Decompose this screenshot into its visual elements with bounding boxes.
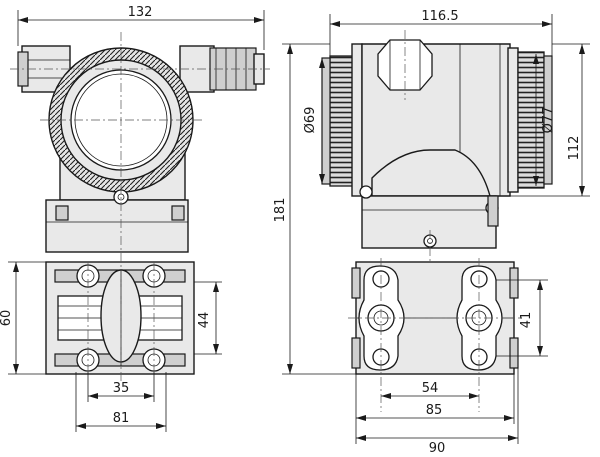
dim-left-bore: 44 [197, 312, 212, 329]
side-base-screw-left [359, 185, 373, 199]
side-dimensions: 116.5 Ø69 Ø77 112 181 41 [273, 9, 590, 456]
dim-right-head-height: 112 [567, 136, 582, 161]
dim-right-hole-spacing: 54 [422, 381, 439, 396]
side-cover-left [321, 43, 363, 197]
dim-right-flange-height: 41 [519, 312, 534, 329]
side-view [321, 30, 553, 412]
front-view [10, 32, 270, 382]
dim-right-width: 116.5 [421, 9, 458, 24]
dim-left-flange-width: 81 [113, 411, 130, 426]
side-cover-right [507, 47, 553, 193]
dim-left-height-lower: 60 [0, 310, 14, 327]
dim-right-cover-diameter-left: Ø69 [303, 107, 318, 134]
front-dimensions: 132 60 44 35 81 [0, 5, 265, 432]
dim-right-flange-inner: 85 [426, 403, 443, 418]
dim-left-bolt-spacing: 35 [113, 381, 130, 396]
dim-right-total-height: 181 [273, 198, 288, 223]
dim-right-cover-diameter-right: Ø77 [541, 107, 556, 134]
dim-right-flange-outer: 90 [429, 441, 446, 456]
dim-left-width: 132 [128, 5, 153, 20]
side-neck [371, 149, 491, 197]
front-flange [45, 261, 195, 375]
